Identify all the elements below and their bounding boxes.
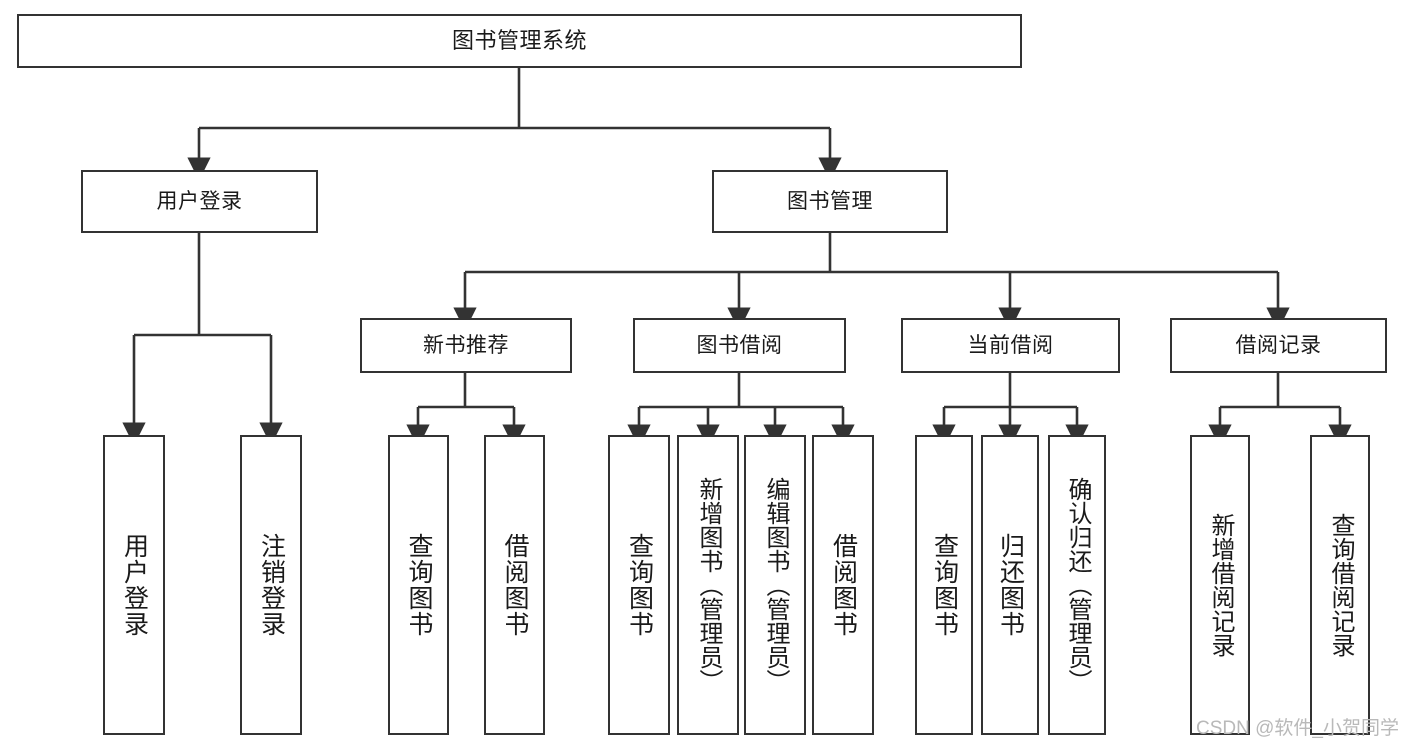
leaf-borrow-book-recommend[interactable]: 借阅图书: [484, 435, 545, 735]
node-label: 借阅图书: [501, 533, 529, 637]
leaf-logout-login[interactable]: 注销登录: [240, 435, 302, 735]
node-label: 查询图书: [930, 533, 959, 637]
node-book-management[interactable]: 图书管理: [712, 170, 948, 233]
node-label: 查询图书: [625, 533, 654, 637]
leaf-query-book-borrow[interactable]: 查询图书: [608, 435, 670, 735]
node-label: 新增图书（管理员）: [695, 477, 722, 693]
node-label: 查询图书: [405, 533, 433, 637]
leaf-return-book[interactable]: 归还图书: [981, 435, 1039, 735]
node-book-borrow[interactable]: 图书借阅: [633, 318, 846, 373]
leaf-query-borrow-record[interactable]: 查询借阅记录: [1310, 435, 1370, 735]
node-label: 借阅记录: [1235, 333, 1322, 357]
leaf-add-borrow-record[interactable]: 新增借阅记录: [1190, 435, 1250, 735]
node-label: 注销登录: [257, 533, 286, 637]
leaf-query-book-current[interactable]: 查询图书: [915, 435, 973, 735]
node-label: 借阅图书: [829, 533, 858, 637]
node-label: 归还图书: [996, 533, 1025, 637]
node-user-login[interactable]: 用户登录: [81, 170, 318, 233]
node-label: 编辑图书（管理员）: [762, 477, 789, 693]
node-label: 新书推荐: [423, 333, 509, 357]
node-label: 图书借阅: [696, 333, 783, 357]
leaf-confirm-return[interactable]: 确认归还（管理员）: [1048, 435, 1106, 735]
node-current-borrow[interactable]: 当前借阅: [901, 318, 1120, 373]
leaf-edit-book[interactable]: 编辑图书（管理员）: [744, 435, 806, 735]
leaf-borrow-book[interactable]: 借阅图书: [812, 435, 874, 735]
node-label: 确认归还（管理员）: [1064, 477, 1091, 693]
node-label: 查询借阅记录: [1327, 513, 1354, 657]
leaf-user-login[interactable]: 用户登录: [103, 435, 165, 735]
node-root-system[interactable]: 图书管理系统: [17, 14, 1022, 68]
node-label: 用户登录: [156, 189, 243, 213]
node-new-book-recommend[interactable]: 新书推荐: [360, 318, 572, 373]
watermark-text: CSDN @软件_小贺同学: [1196, 718, 1399, 739]
node-borrow-record[interactable]: 借阅记录: [1170, 318, 1387, 373]
node-label: 当前借阅: [967, 333, 1054, 357]
node-label: 用户登录: [120, 533, 149, 637]
leaf-add-book[interactable]: 新增图书（管理员）: [677, 435, 739, 735]
node-label: 图书管理系统: [451, 27, 587, 53]
leaf-query-book-recommend[interactable]: 查询图书: [388, 435, 449, 735]
node-label: 图书管理: [787, 189, 873, 213]
node-label: 新增借阅记录: [1207, 513, 1234, 657]
